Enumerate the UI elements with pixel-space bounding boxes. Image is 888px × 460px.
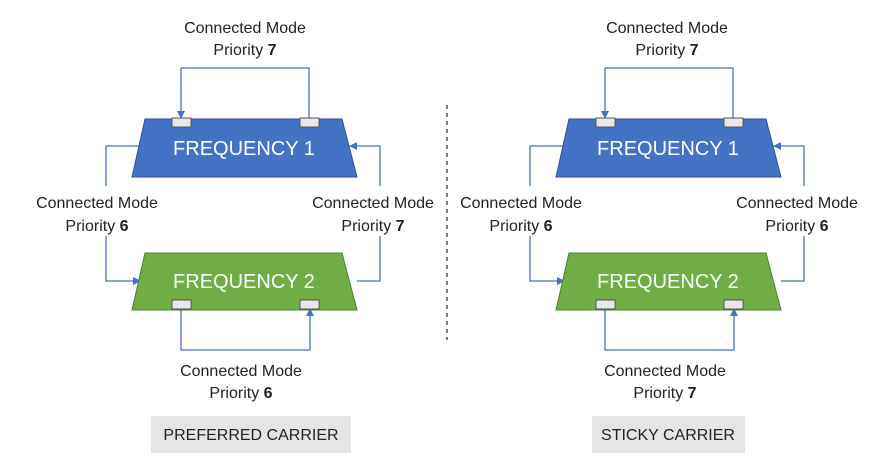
caption-background <box>592 416 745 453</box>
bottom-loop-label: Connected Mode <box>180 363 302 380</box>
right-link-connector <box>774 146 805 282</box>
frequency-1-block <box>131 118 358 178</box>
top-loop-priority-label: Priority 7 <box>213 42 276 59</box>
left-link-priority-label: Priority 6 <box>489 218 552 235</box>
left-link-label: Connected Mode <box>460 195 582 212</box>
frequency-2-port-right <box>723 299 744 310</box>
priority-value: 7 <box>688 385 697 402</box>
top-loop-connector <box>177 67 310 119</box>
panel-preferred-carrier: FREQUENCY 1 FREQUENCY 2 Connected Mode P… <box>36 20 434 453</box>
priority-value: 6 <box>820 218 829 235</box>
priority-value: 6 <box>264 385 273 402</box>
frequency-1-label: FREQUENCY 1 <box>173 138 315 160</box>
frequency-2-block <box>555 252 782 311</box>
bottom-loop-priority-label: Priority 7 <box>633 385 696 402</box>
top-loop-priority-label: Priority 7 <box>635 42 698 59</box>
priority-value: 6 <box>120 218 129 235</box>
bottom-loop-connector <box>180 308 314 351</box>
frequency-2-label: FREQUENCY 2 <box>173 271 315 293</box>
priority-value: 7 <box>268 42 277 59</box>
frequency-1-port-left <box>595 117 616 128</box>
frequency-2-port-right <box>299 299 320 310</box>
bottom-loop-label: Connected Mode <box>604 363 726 380</box>
panel-sticky-carrier: FREQUENCY 1 FREQUENCY 2 Connected Mode P… <box>460 20 858 453</box>
top-loop-label: Connected Mode <box>606 20 728 37</box>
frequency-1-label: FREQUENCY 1 <box>597 138 739 160</box>
panel-caption: STICKY CARRIER <box>601 427 735 444</box>
priority-value: 7 <box>690 42 699 59</box>
frequency-1-port-right <box>299 117 320 128</box>
bottom-loop-priority-label: Priority 6 <box>209 385 272 402</box>
frequency-1-block <box>555 118 782 178</box>
left-link-connector <box>529 145 564 281</box>
right-link-priority-label: Priority 6 <box>765 218 828 235</box>
priority-value: 7 <box>396 218 405 235</box>
top-loop-connector <box>601 67 734 119</box>
right-link-priority-label: Priority 7 <box>341 218 404 235</box>
right-link-label: Connected Mode <box>736 195 858 212</box>
frequency-1-port-right <box>723 117 744 128</box>
frequency-2-block <box>131 252 358 311</box>
frequency-2-port-left <box>171 299 192 310</box>
right-link-connector <box>350 146 381 282</box>
left-link-connector <box>105 145 140 281</box>
right-link-label: Connected Mode <box>312 195 434 212</box>
frequency-2-label: FREQUENCY 2 <box>597 271 739 293</box>
top-loop-label: Connected Mode <box>184 20 306 37</box>
panel-caption: PREFERRED CARRIER <box>163 427 338 444</box>
bottom-loop-connector <box>604 308 738 351</box>
caption-background <box>151 416 351 453</box>
frequency-2-port-left <box>595 299 616 310</box>
priority-value: 6 <box>544 218 553 235</box>
frequency-1-port-left <box>171 117 192 128</box>
left-link-label: Connected Mode <box>36 195 158 212</box>
left-link-priority-label: Priority 6 <box>65 218 128 235</box>
